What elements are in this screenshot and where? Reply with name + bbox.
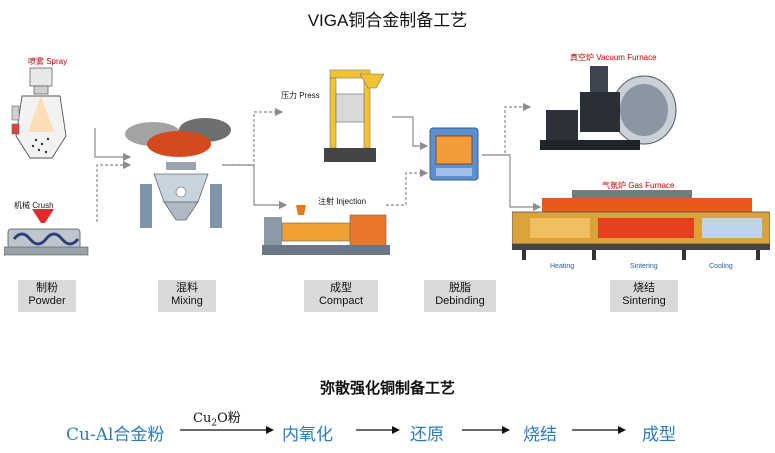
stage-powder: 制粉 Powder (18, 280, 76, 312)
stage-mixing-zh: 混料 (176, 282, 198, 294)
stage-mixing-en: Mixing (171, 295, 203, 307)
process-step-internal-oxidation: 内氧化 (282, 425, 333, 445)
spray-atomizer-illustration (11, 67, 67, 159)
debinding-oven-illustration (429, 127, 479, 181)
stage-compact-en: Compact (318, 295, 364, 307)
press-illustration (324, 69, 385, 162)
process-step-forming: 成型 (642, 425, 676, 445)
gas-furnace-label: 气氛炉 Gas Furnace (602, 181, 675, 190)
press-label: 压力 Press (281, 91, 320, 100)
crush-label: 机械 Crush (14, 201, 54, 210)
stage-debinding-en: Debinding (435, 295, 485, 307)
stage-debinding: 脱脂 Debinding (424, 280, 496, 312)
cooling-zone-label: Cooling (709, 263, 733, 270)
vacuum-furnace-illustration (540, 66, 677, 150)
heating-zone-label: Heating (550, 263, 575, 270)
arrow-press-to-debinding (392, 116, 429, 151)
spray-label: 喷雾 Spray (28, 57, 68, 66)
vacuum-furnace-label: 真空炉 Vacuum Furnace (570, 53, 657, 62)
gas-furnace-illustration (512, 190, 770, 260)
injection-label: 注射 Injection (318, 197, 367, 206)
powder-piles-illustration (125, 118, 231, 157)
stage-sintering-en: Sintering (622, 295, 666, 307)
process-step-cu-al-powder: Cu-Al合金粉 (66, 425, 165, 445)
stage-sintering-zh: 烧结 (633, 282, 655, 294)
process-step-sintering: 烧结 (523, 425, 557, 445)
arrow-debinding-to-gas-furnace (482, 154, 542, 212)
arrow-spray-to-mixing (94, 128, 132, 162)
stage-powder-en: Powder (28, 295, 66, 307)
section2-title: 弥散强化铜制备工艺 (319, 379, 455, 397)
stage-compact: 成型 Compact (304, 280, 378, 312)
arrow-debinding-to-vacuum (482, 102, 532, 156)
mixer-illustration (140, 162, 222, 228)
injection-machine-illustration (262, 205, 390, 255)
stage-debinding-zh: 脱脂 (449, 282, 471, 294)
stage-compact-zh: 成型 (330, 282, 352, 294)
process-chain-arrows (180, 426, 626, 434)
stage-powder-zh: 制粉 (36, 282, 58, 294)
process-step-reduction: 还原 (410, 425, 444, 445)
arrow-crush-to-mixing (96, 160, 132, 222)
arrow-injection-to-debinding (386, 168, 429, 206)
sintering-zone-label: Sintering (630, 263, 658, 270)
arrow-mixing-to-injection (222, 164, 288, 210)
stage-mixing: 混料 Mixing (158, 280, 216, 312)
stage-sintering: 烧结 Sintering (610, 280, 678, 312)
reagent-cu2o-label: Cu2O粉 (193, 411, 241, 429)
crusher-illustration (4, 209, 89, 256)
page-title: VIGA铜合金制备工艺 (307, 11, 468, 30)
